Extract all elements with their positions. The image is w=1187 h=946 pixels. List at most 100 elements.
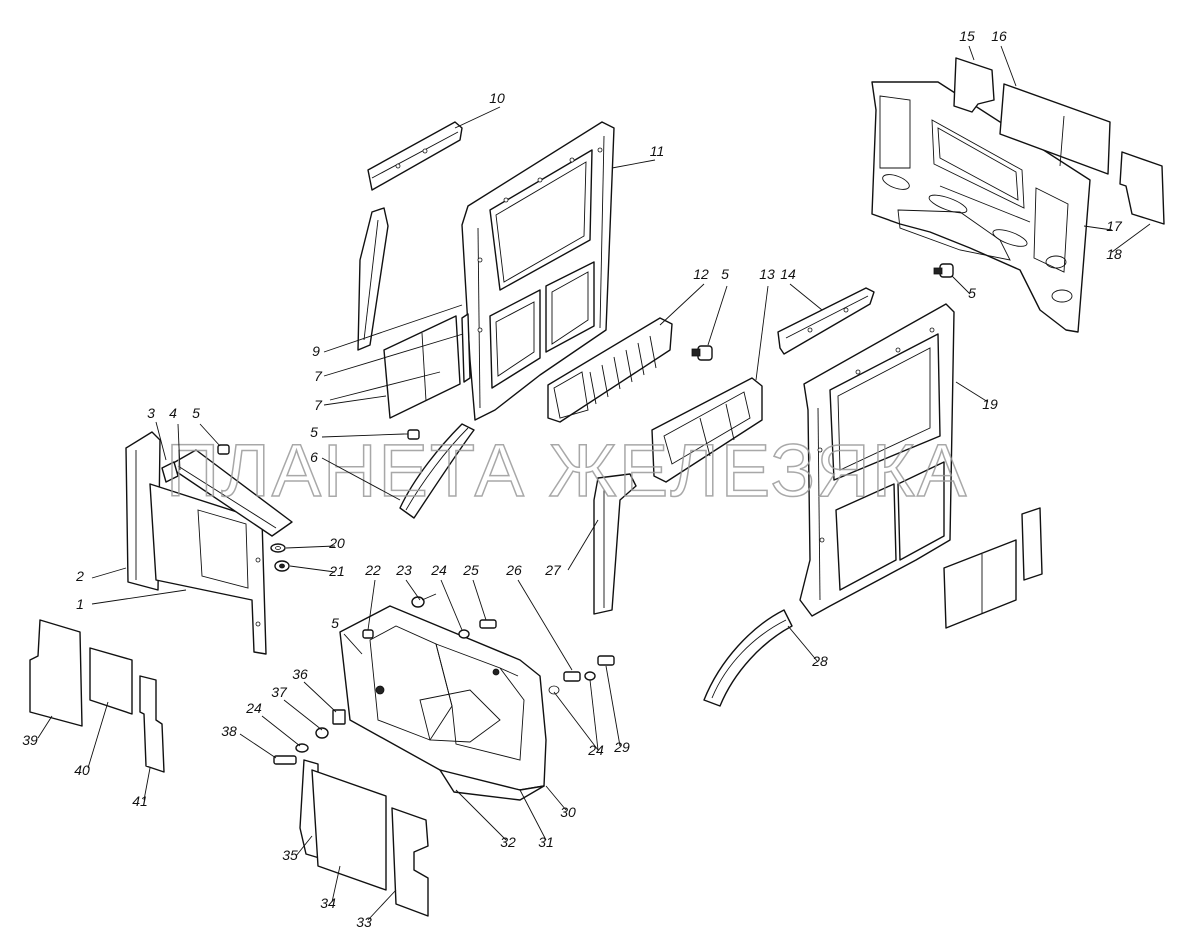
callout-5: 5 — [331, 615, 339, 631]
callout-6: 6 — [310, 449, 318, 465]
callout-37: 37 — [271, 684, 288, 700]
callout-18: 18 — [1106, 246, 1122, 262]
leader-line-4 — [177, 423, 181, 471]
leader-line-5 — [321, 433, 405, 438]
part-16-insulation-panel — [999, 83, 1111, 175]
leader-line-10 — [454, 106, 501, 129]
leader-line-15 — [968, 45, 975, 61]
part-37-nut — [315, 727, 329, 739]
part-29-bolt — [597, 655, 615, 666]
part-10-upper-trim-strip — [367, 121, 463, 191]
leader-line-2 — [91, 567, 127, 579]
leader-line-27 — [567, 519, 599, 571]
leader-line-35 — [295, 835, 313, 857]
leader-line-34 — [331, 865, 341, 903]
leader-line-3 — [155, 421, 167, 461]
part-5-fastener-mid — [404, 429, 420, 440]
leader-line-33 — [367, 889, 397, 921]
part-25-bolt — [479, 619, 497, 629]
callout-13: 13 — [759, 266, 775, 282]
callout-5: 5 — [968, 285, 976, 301]
leader-line-5 — [707, 285, 728, 346]
callout-28: 28 — [811, 653, 828, 669]
leader-line-24 — [261, 715, 301, 747]
callout-10: 10 — [489, 90, 505, 106]
leader-line-19 — [955, 381, 989, 403]
part-21-nut — [274, 560, 290, 572]
callout-24: 24 — [587, 742, 604, 758]
callout-15: 15 — [959, 28, 975, 44]
part-24-washer-a — [458, 629, 470, 639]
part-23-screw — [411, 593, 437, 608]
callout-3: 3 — [147, 405, 155, 421]
part-36-plate — [332, 709, 346, 725]
callout-11: 11 — [650, 143, 665, 159]
part-9-pillar-trim — [357, 207, 389, 351]
callout-32: 32 — [500, 834, 516, 850]
leader-line-25 — [472, 579, 487, 621]
callout-27: 27 — [544, 562, 562, 578]
part-4-top-plate — [167, 449, 293, 537]
leader-line-1 — [91, 589, 187, 605]
leader-line-7 — [329, 371, 441, 401]
callout-5: 5 — [192, 405, 200, 421]
callout-22: 22 — [364, 562, 381, 578]
part-28-wheel-arch-trim — [703, 609, 793, 707]
part-7-insulation-panel-right — [943, 539, 1017, 629]
part-20-washer — [270, 543, 286, 553]
leader-line-26 — [517, 579, 573, 671]
callout-4: 4 — [169, 405, 177, 421]
part-41-pad — [29, 619, 83, 727]
callout-5: 5 — [721, 266, 729, 282]
callout-33: 33 — [356, 914, 372, 930]
callout-2: 2 — [75, 568, 84, 584]
part-7-insulation-panel-left — [383, 315, 461, 419]
leader-line-21 — [289, 565, 336, 573]
leader-line-38 — [239, 733, 277, 759]
leader-line-11 — [611, 159, 656, 169]
callout-21: 21 — [328, 563, 345, 579]
callout-7: 7 — [314, 368, 323, 384]
part-8-insulation-strip-right — [1021, 507, 1043, 581]
callout-20: 20 — [328, 535, 345, 551]
leader-line-24 — [589, 679, 599, 751]
callout-40: 40 — [74, 762, 90, 778]
part-12-trim-panel — [547, 317, 673, 423]
part-22-clip — [362, 629, 374, 639]
callout-38: 38 — [221, 723, 237, 739]
callout-1: 1 — [76, 596, 84, 612]
part-3-clip — [161, 461, 179, 483]
leader-line-30 — [545, 785, 567, 811]
callout-30: 30 — [560, 804, 576, 820]
callout-24: 24 — [430, 562, 447, 578]
callout-5: 5 — [310, 424, 318, 440]
part-40-pad — [89, 647, 133, 715]
part-26-bolt — [548, 671, 581, 695]
watermark-text: ПЛАНЕТА ЖЕЛЕЗЯКА — [166, 429, 968, 512]
leader-line-18 — [1111, 223, 1151, 253]
callout-25: 25 — [462, 562, 479, 578]
callout-24: 24 — [245, 700, 262, 716]
leader-line-29 — [605, 665, 621, 747]
callout-16: 16 — [991, 28, 1007, 44]
part-15-pad — [953, 57, 995, 113]
callout-7: 7 — [314, 397, 323, 413]
leader-line-37 — [283, 699, 323, 731]
part-8-insulation-strip — [461, 313, 471, 383]
leader-line-12 — [659, 283, 705, 326]
leader-line-5 — [199, 423, 221, 447]
leader-line-16 — [1000, 45, 1017, 87]
callout-17: 17 — [1106, 218, 1123, 234]
callout-35: 35 — [282, 847, 298, 863]
callout-9: 9 — [312, 343, 320, 359]
callout-41: 41 — [132, 793, 148, 809]
leader-line-13 — [755, 285, 769, 381]
leader-line-6 — [321, 457, 401, 501]
part-24-washer-c — [295, 743, 309, 753]
part-27-pillar-trim — [593, 473, 637, 615]
part-39-strip — [139, 675, 165, 773]
part-38-bolt — [273, 755, 297, 765]
leader-line-22 — [367, 579, 376, 631]
leader-line-39 — [37, 715, 53, 739]
